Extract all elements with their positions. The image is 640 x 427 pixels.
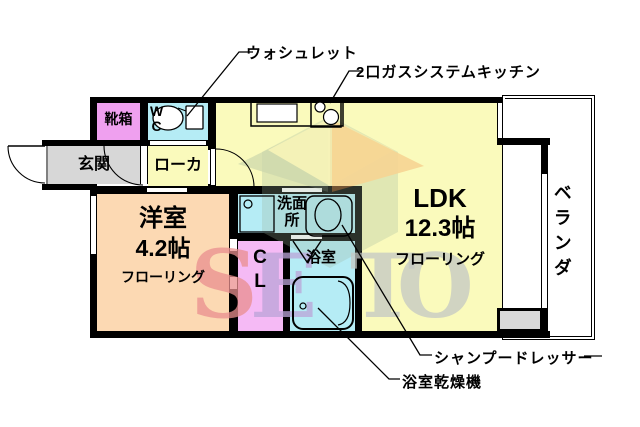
shampoo-dresser-callout: シャンプードレッサー [434,350,594,367]
balcony-step-box [497,308,543,332]
wall-right-lower [541,308,548,338]
wall-genkan-top [42,140,97,146]
bath-dryer-pointer-line [317,307,400,380]
washer-pan-icon [239,195,275,233]
door-closet-gap-2 [229,277,238,289]
shampoo-dresser-icon [305,195,353,237]
bathroom-folding-door-icon [292,240,322,264]
wall-closet-bathroom [283,241,290,338]
closet-label-line1: C [253,247,267,268]
wall-mid-horizontal [90,186,362,194]
closet-floor [238,241,283,331]
washroom-label: 洗面 所 [262,195,322,229]
washlet-callout: ウォシュレット [246,45,358,62]
door-closet-gap-1 [229,239,238,251]
bathroom-label: 浴室 [305,249,336,266]
door-wc-sliding [150,140,206,146]
genkan-floor [48,146,140,184]
veranda-railing [502,95,595,340]
wall-left-upper [90,97,97,143]
door-ldk-leaf [210,148,216,186]
wall-wc-ldk [208,97,216,146]
wall-shoebox-wc [140,97,148,146]
watermark-letter-o: O [397,234,474,338]
wall-notch [497,138,550,145]
ldk-size: 12.3帖 [404,214,476,242]
western-room-floor-type: フローリング [121,268,205,285]
veranda-label: ベランダ [551,183,572,283]
bath-dryer-callout: 浴室乾燥機 [402,374,483,391]
western-room-size: 4.2帖 [135,235,191,262]
watermark-letter-e: E [250,234,318,338]
entrance-door-icon [7,145,48,184]
window-notch [497,103,503,138]
window-ldk-right [541,174,548,308]
roka-floor [148,146,208,186]
wall-western-closet [229,186,238,338]
door-washroom [282,187,322,193]
wall-right-upper [541,140,548,174]
door-western-sliding [147,187,187,193]
wall-roka-ldk-top-stub [208,140,216,150]
washroom-floor [238,194,355,233]
closet-label: C L [244,247,276,293]
window-western-left [90,196,97,254]
genkan-label: 玄関 [77,156,110,173]
western-room-floor [97,194,229,331]
wall-left-western [90,190,97,338]
roka-label: ローカ [153,157,202,174]
wc-label: W C [150,103,164,135]
bathroom-floor [290,241,355,331]
genkan-door-arc-icon [103,145,144,186]
ldk-floor-type: フローリング [394,250,485,268]
shampoo-pointer-line [341,224,432,356]
wc-label-line1: W [150,103,164,119]
closet-label-line2: L [254,270,266,292]
watermark-letter-s: S [190,230,258,340]
wall-bathroom-ldk [355,186,362,338]
western-room-label: 洋室 4.2帖 フローリング [97,205,229,285]
washroom-label-line2: 所 [284,211,300,229]
wall-genkan-bottom [42,184,97,190]
western-room-name: 洋室 [139,205,187,232]
shoebox-label: 靴箱 [104,111,133,127]
wc-label-line2: C [151,118,162,135]
ldk-door-arc-icon [215,148,255,188]
threshold-genkan-roka [140,146,148,184]
gas-kitchen-pointer-line [329,70,363,104]
washlet-pointer-line [186,51,253,117]
shoebox-floor [97,103,140,140]
ldk-label: LDK 12.3帖 フローリング [370,184,510,268]
ldk-name: LDK [413,183,467,213]
bathtub-icon [292,276,354,330]
wall-bottom [90,331,550,338]
door-bathroom-gap [291,234,322,240]
kitchen-counter-icon [250,97,344,128]
gas-kitchen-callout: 2口ガスシステムキッチン [356,64,541,81]
washroom-label-line1: 洗面 [276,195,307,212]
